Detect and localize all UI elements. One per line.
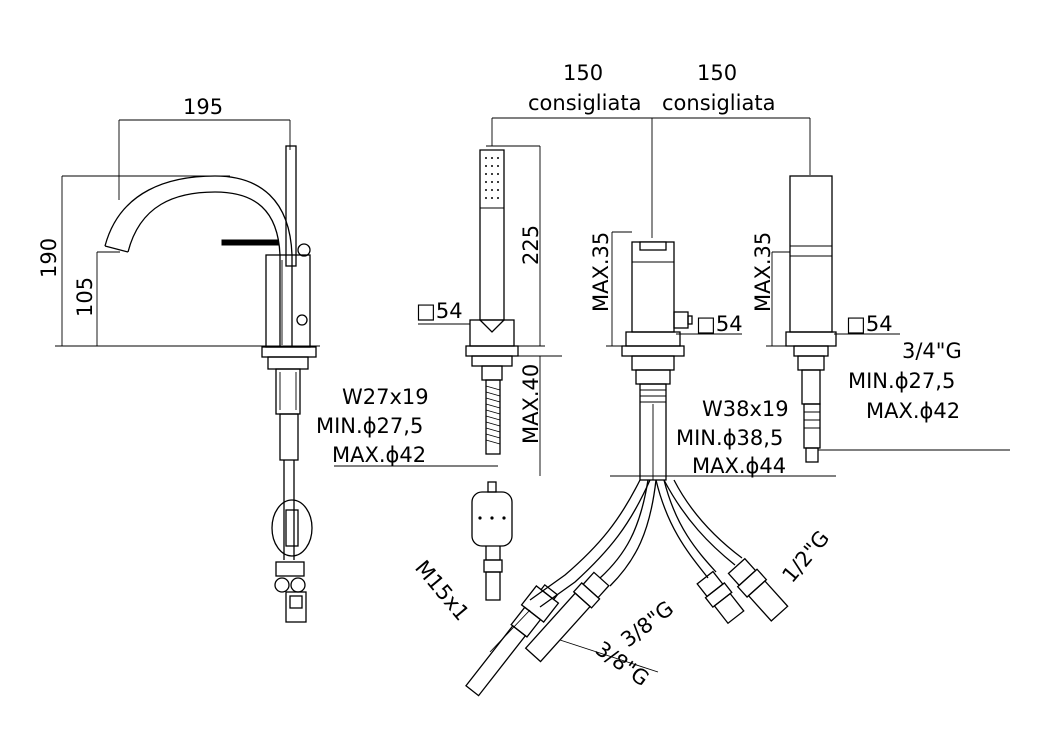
dim-190: 190	[37, 238, 61, 278]
notes-right: 3/4"G MIN.ϕ27,5 MAX.ϕ42	[848, 339, 962, 423]
spray-holes	[485, 157, 499, 199]
hand-shower-view: 225 □54 MAX.40	[416, 145, 562, 601]
dim-sq54-center: □54	[696, 312, 743, 336]
dim-max40: MAX.40	[519, 364, 543, 444]
notes-left: W27x19 MIN.ϕ27,5 MAX.ϕ42	[316, 385, 498, 467]
dim-consigliata-left: consigliata	[528, 91, 641, 115]
note-left-thread: W27x19	[342, 385, 429, 409]
note-center-min: MIN.ϕ38,5	[676, 426, 783, 450]
note-right-thread: 3/4"G	[902, 339, 962, 363]
dim-195: 195	[183, 95, 223, 119]
notes-center: W38x19 MIN.ϕ38,5 MAX.ϕ44	[676, 397, 789, 478]
dim-sq54-left: □54	[416, 299, 463, 323]
note-center-max: MAX.ϕ44	[692, 454, 786, 478]
top-dimensions: 150 consigliata 150 consigliata	[491, 61, 811, 238]
hose-label-38-bottom: 3/8"G	[591, 637, 653, 692]
note-left-max: MAX.ϕ42	[332, 443, 426, 467]
dim-sq54-right: □54	[846, 312, 893, 336]
note-center-thread: W38x19	[702, 397, 789, 421]
dim-150-left: 150	[563, 61, 603, 85]
dim-consigliata-right: consigliata	[662, 91, 775, 115]
hose-label-38-right: 3/8"G	[616, 596, 678, 652]
dim-105: 105	[73, 277, 97, 317]
hose-label-12: 1/2"G	[777, 526, 834, 587]
dim-150-right: 150	[697, 61, 737, 85]
diverter-view: MAX.35 □54	[751, 175, 1010, 463]
note-right-max: MAX.ϕ42	[866, 399, 960, 423]
center-mixer-view: MAX.35 □54	[465, 231, 836, 697]
dim-max35-right: MAX.35	[751, 232, 775, 312]
note-left-min: MIN.ϕ27,5	[316, 414, 423, 438]
spout-mixer-side-view: 195 190 105	[37, 95, 320, 623]
hose-label-m15: M15x1	[410, 556, 474, 626]
dim-max35-center: MAX.35	[589, 232, 613, 312]
note-right-min: MIN.ϕ27,5	[848, 369, 955, 393]
dim-225: 225	[519, 225, 543, 265]
